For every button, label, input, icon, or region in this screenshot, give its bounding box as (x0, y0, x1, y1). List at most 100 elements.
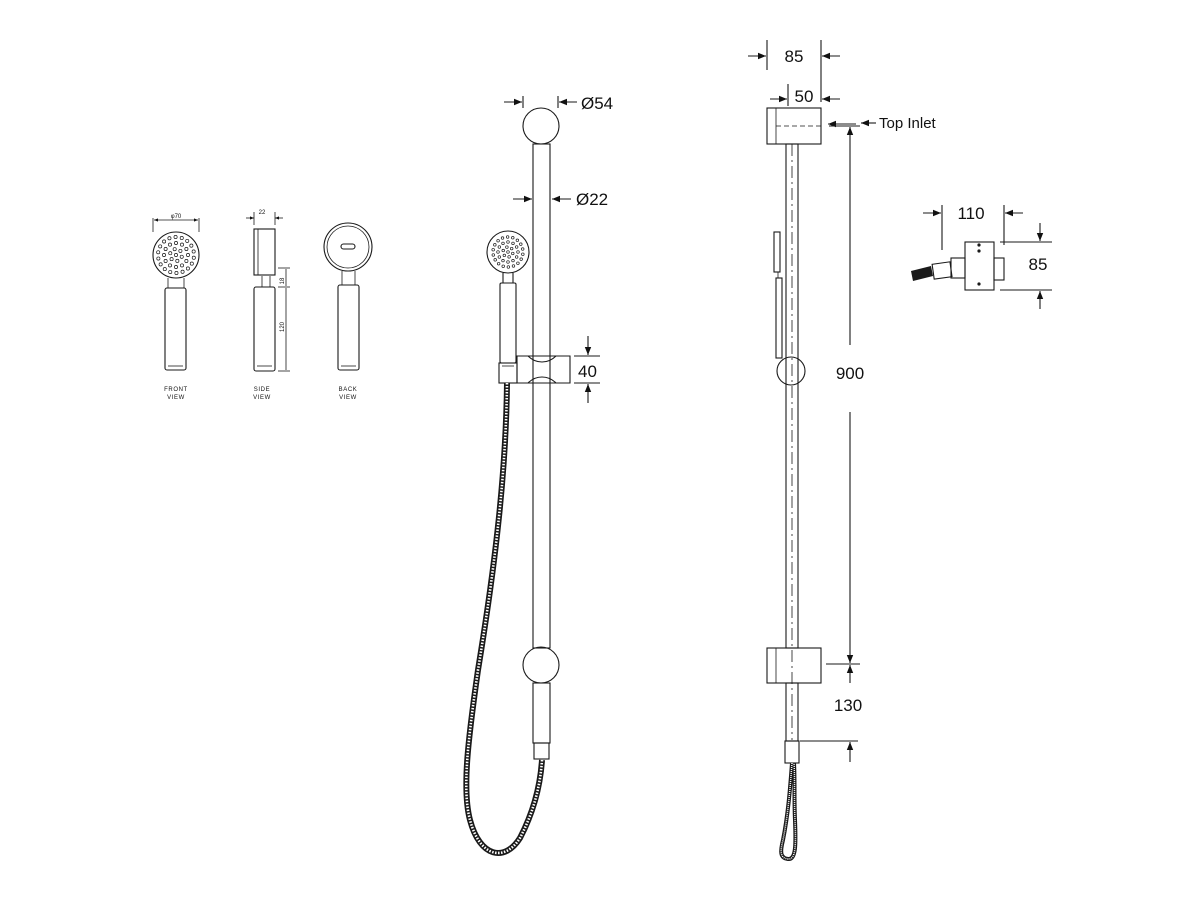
spray-nozzle (184, 259, 189, 263)
spray-nozzle (163, 259, 168, 263)
hose (463, 382, 545, 856)
spray-nozzle (156, 256, 161, 261)
spray-nozzle (179, 254, 184, 259)
hand-shower-spray-dots (491, 235, 525, 269)
spray-nozzle (173, 235, 178, 239)
spray-nozzle (521, 252, 525, 256)
front-elevation: Ø54 Ø22 40 (463, 94, 613, 856)
spray-nozzle (162, 239, 167, 244)
spray-nozzle (168, 242, 172, 247)
spray-nozzle (493, 243, 497, 247)
spray-nozzle (174, 253, 178, 257)
slider-bracket (516, 355, 571, 384)
spray-nozzle (168, 251, 173, 256)
side-view: 22 18 120 SIDE VIEW (246, 210, 290, 401)
spray-nozzle (511, 241, 515, 245)
detail-bracket-connector (931, 261, 953, 280)
side-rail-end-cap (784, 740, 800, 764)
spray-nozzle (496, 262, 501, 266)
spray-nozzle (156, 250, 161, 255)
spray-nozzle (500, 236, 505, 240)
rail-end-cap (533, 742, 550, 760)
bracket-detail: 110 85 (911, 204, 1052, 309)
spray-nozzle (493, 258, 497, 262)
front-view-handle (164, 287, 187, 371)
front-view-caption-2: VIEW (167, 395, 185, 401)
back-view-head (323, 222, 373, 272)
spray-nozzle (501, 248, 505, 253)
back-view-logo-slot (340, 243, 356, 250)
bottom-wall-button (522, 646, 560, 684)
spray-nozzle (506, 265, 511, 269)
spray-nozzle (511, 264, 516, 268)
spray-nozzle (497, 245, 501, 249)
spray-nozzle (501, 241, 505, 245)
spray-nozzle (515, 238, 520, 242)
hand-shower-head (486, 230, 530, 274)
front-view: φ70 FRONT VIEW (152, 214, 200, 401)
front-view-diameter-label: φ70 (171, 214, 182, 220)
spray-nozzle (168, 270, 173, 275)
front-view-spray-dots (156, 235, 196, 275)
detail-width-label: 110 (957, 204, 984, 223)
spray-nozzle (169, 257, 174, 262)
detail-bracket-arm (950, 257, 966, 279)
spray-nozzle (168, 263, 172, 268)
spray-nozzle (178, 248, 183, 253)
top-inlet-label: Top Inlet (879, 115, 937, 132)
spray-nozzle (180, 269, 185, 274)
spray-nozzle (515, 245, 519, 249)
spray-nozzle (505, 245, 509, 249)
side-hand-shower-head (773, 231, 781, 273)
spray-nozzle (511, 251, 515, 256)
spray-nozzle (510, 246, 514, 251)
bracket-dim-label: 50 (795, 87, 814, 106)
rail (532, 143, 551, 649)
spray-nozzle (163, 247, 168, 251)
side-slider (776, 356, 806, 386)
spray-nozzle (501, 259, 505, 263)
rail-lower (532, 682, 551, 744)
bottom-bracket (766, 647, 822, 684)
spray-nozzle (491, 253, 495, 257)
spray-nozzle (158, 262, 163, 267)
side-view-caption-2: VIEW (253, 395, 271, 401)
spray-nozzle (189, 261, 194, 266)
spray-nozzle (511, 259, 515, 263)
spray-nozzle (515, 255, 519, 259)
spray-nozzle (506, 240, 510, 244)
spray-nozzle (502, 253, 506, 258)
back-view-caption-1: BACK (339, 387, 358, 393)
spray-nozzle (507, 255, 511, 259)
side-elevation: 85 50 Top Inlet 900 (748, 40, 937, 861)
spray-nozzle (501, 264, 505, 268)
spray-nozzle (505, 235, 510, 239)
front-view-head (152, 231, 200, 279)
spray-nozzle (497, 255, 501, 259)
side-view-handle (253, 286, 276, 372)
back-view-caption-2: VIEW (339, 395, 357, 401)
spray-nozzle (496, 250, 500, 254)
spray-nozzle (506, 260, 510, 264)
rail-diameter-label: Ø22 (576, 190, 608, 209)
wall-button-diameter-label: Ø54 (581, 94, 613, 113)
front-view-caption-1: FRONT (164, 387, 188, 393)
spray-nozzle (516, 261, 520, 265)
spray-nozzle (519, 242, 523, 246)
spray-nozzle (184, 247, 189, 251)
spray-nozzle (189, 243, 194, 248)
spray-nozzle (521, 247, 525, 251)
hand-shower-handle (499, 282, 517, 364)
spray-nozzle (519, 257, 523, 261)
spray-nozzle (191, 255, 196, 260)
detail-bracket-cap (993, 257, 1005, 281)
spray-nozzle (496, 239, 500, 243)
side-view-head (253, 228, 276, 276)
spray-nozzle (162, 267, 167, 272)
spray-nozzle (172, 247, 177, 252)
spray-nozzle (511, 236, 515, 240)
spray-nozzle (162, 253, 166, 257)
spray-nozzle (185, 238, 190, 243)
